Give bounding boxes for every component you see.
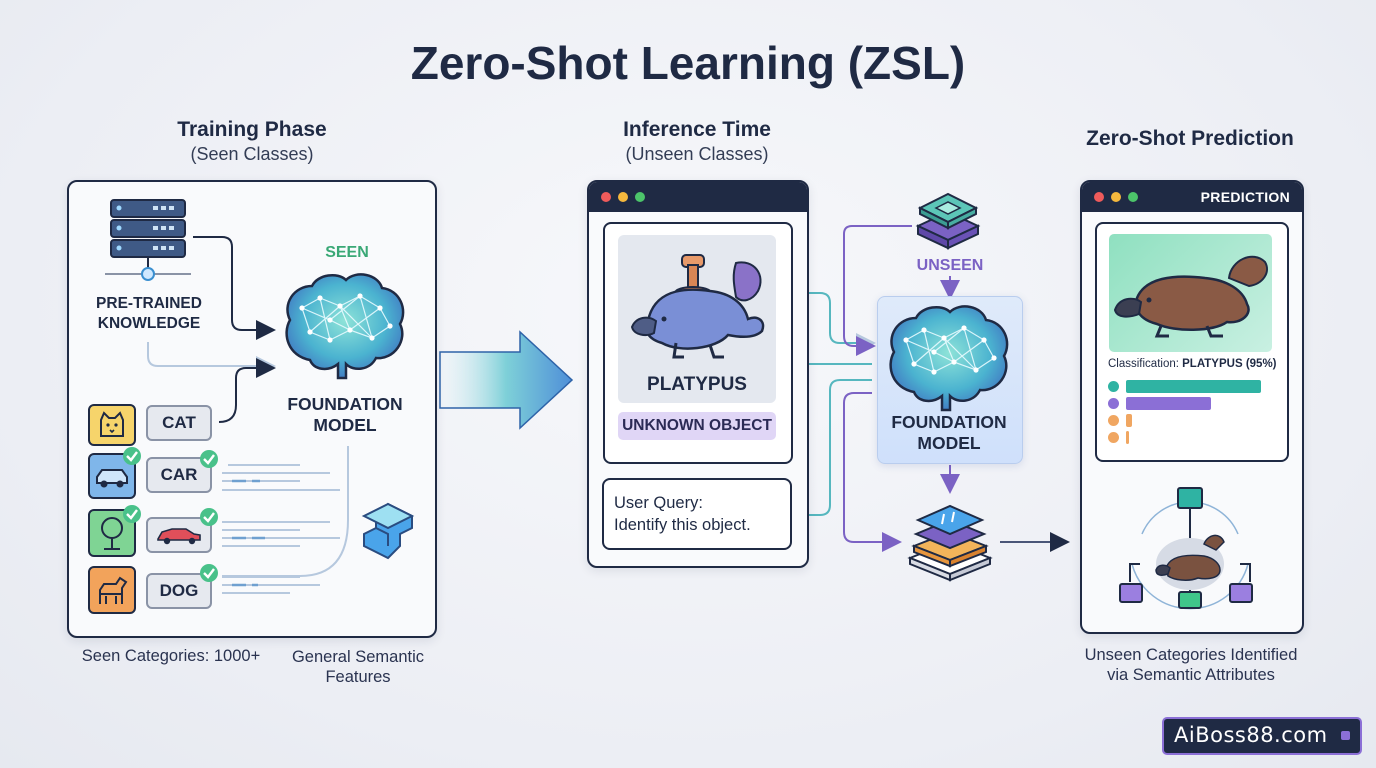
car-icon [88,453,136,499]
cat-icon [88,404,136,446]
platypus-icon [630,254,765,359]
platypus-icon [1113,255,1268,338]
score-bar [1126,397,1211,410]
pretrained-knowledge-label: PRE-TRAINED KNOWLEDGE [96,295,202,332]
user-query-box[interactable]: User Query: Identify this object. [602,478,792,550]
query-text: Identify this object. [614,516,751,534]
score-bar [1126,431,1129,444]
car-chip [146,517,212,553]
layer-stack-icon [902,498,998,586]
prediction-bar-title: PREDICTION [1200,189,1290,205]
training-subheading: (Seen Classes) [190,144,314,164]
check-icon [122,446,142,471]
training-model-label: FOUNDATION MODEL [287,394,403,435]
seen-categories-caption: Seen Categories: 1000+ [81,647,261,665]
score-dot [1108,398,1119,409]
brain-network-icon [884,300,1014,415]
maximize-dot[interactable] [1128,192,1138,202]
flow-arrow [439,330,574,430]
dog-icon [88,566,136,614]
score-dot [1108,432,1119,443]
inference-subheading: (Unseen Classes) [625,144,769,164]
inference-heading: Inference Time [623,118,771,141]
semantic-features-caption: General Semantic Features [291,648,425,686]
score-bar [1126,380,1261,393]
prediction-image [1109,234,1272,352]
score-dot [1108,415,1119,426]
close-dot[interactable] [601,192,611,202]
minimize-dot[interactable] [1111,192,1121,202]
seen-label: SEEN [325,244,369,261]
classification-value: PLATYPUS (95%) [1182,358,1277,370]
cube-icon [360,500,416,564]
classification-prefix: Classification: [1108,358,1183,370]
server-icon [105,198,191,288]
minimize-dot[interactable] [618,192,628,202]
watermark-dot [1341,731,1350,740]
maximize-dot[interactable] [635,192,645,202]
window-titlebar [589,182,807,212]
watermark-badge: AiBoss88.com [1162,717,1362,755]
score-bar [1126,414,1132,427]
check-icon [199,563,219,588]
training-heading: Training Phase [177,118,327,141]
inference-model-label: FOUNDATION MODEL [891,412,1007,453]
close-dot[interactable] [1094,192,1104,202]
car-icon [157,528,201,545]
brain-network-icon [280,268,410,383]
check-icon [199,507,219,532]
page-title: Zero-Shot Learning (ZSL) [410,37,966,89]
classification-line: Classification: PLATYPUS (95%) [1108,358,1284,370]
chip-dog: DOG [146,573,212,609]
score-bars [1108,380,1272,450]
check-icon [199,449,219,474]
unseen-label: UNSEEN [916,257,984,274]
chip-cat: CAT [146,405,212,441]
hierarchy-icon [1112,484,1268,610]
layer-stack-icon [912,188,984,254]
watermark-text: AiBoss88.com [1174,723,1328,747]
check-icon [122,504,142,529]
prediction-heading: Zero-Shot Prediction [1086,127,1294,150]
score-dot [1108,381,1119,392]
object-name: PLATYPUS [647,374,747,395]
query-label: User Query: [614,494,703,512]
window-titlebar: PREDICTION [1082,182,1302,212]
unknown-object-tag: UNKNOWN OBJECT [618,412,776,440]
object-image [618,235,776,403]
prediction-caption: Unseen Categories Identified via Semanti… [1084,646,1298,684]
